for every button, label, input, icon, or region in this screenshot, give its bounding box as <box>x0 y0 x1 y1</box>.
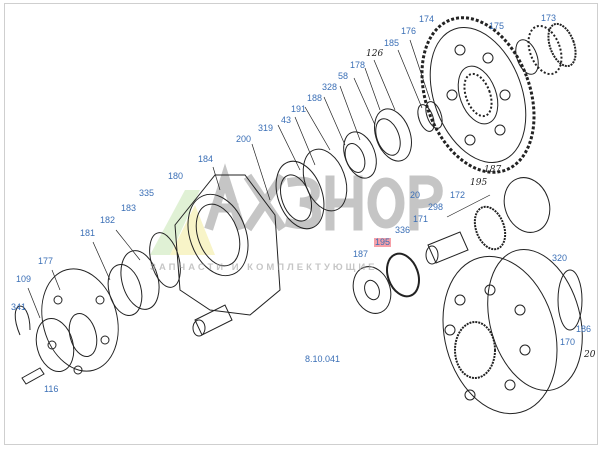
seals <box>107 232 181 316</box>
part-label[interactable]: 172 <box>450 190 466 200</box>
part-label[interactable]: 298 <box>428 202 444 212</box>
lock-wire-341 <box>14 305 31 336</box>
part-label[interactable]: 185 <box>384 38 400 48</box>
part-label[interactable]: 319 <box>258 123 274 133</box>
housing-184 <box>174 174 281 337</box>
part-label[interactable]: 183 <box>121 203 137 213</box>
part-label[interactable]: 181 <box>80 228 96 238</box>
part-label[interactable]: 187 <box>484 165 502 175</box>
part-label[interactable]: 20 <box>410 190 421 200</box>
part-label[interactable]: 200 <box>236 134 252 144</box>
part-label[interactable]: 341 <box>11 302 27 312</box>
watermark-tagline: ЗАПЧАСТИ И КОМПЛЕКТУЮЩИЕ <box>150 262 378 273</box>
part-label[interactable]: 336 <box>395 225 411 235</box>
part-label[interactable]: 20 <box>584 350 596 360</box>
gear-174 <box>420 16 536 174</box>
part-label[interactable]: 116 <box>44 384 59 394</box>
part-label[interactable]: 184 <box>198 154 214 164</box>
part-label[interactable]: 195 <box>470 178 488 188</box>
part-label[interactable]: 177 <box>38 256 54 266</box>
part-label[interactable]: 174 <box>419 14 435 24</box>
part-label[interactable]: 173 <box>541 13 557 23</box>
part-label[interactable]: 126 <box>366 49 384 59</box>
part-label[interactable]: 170 <box>560 337 576 347</box>
gear-172 <box>473 177 551 251</box>
pin-171 <box>427 231 469 264</box>
part-label[interactable]: 328 <box>322 82 338 92</box>
leader-lines <box>27 39 491 319</box>
flange-177 <box>35 268 119 375</box>
bearings <box>275 101 443 230</box>
diagram-frame <box>4 3 598 445</box>
part-label[interactable]: 176 <box>401 26 417 36</box>
part-label[interactable]: 109 <box>16 274 32 284</box>
drawing-number: 8.10.041 <box>305 354 341 364</box>
part-label[interactable]: 320 <box>552 253 568 263</box>
part-label[interactable]: 187 <box>353 249 369 259</box>
bolt-116 <box>21 367 45 385</box>
part-label[interactable]: 186 <box>576 324 592 334</box>
part-label[interactable]: 178 <box>350 60 366 70</box>
watermark-logo <box>150 163 443 255</box>
part-label[interactable]: 58 <box>338 71 349 81</box>
part-label[interactable]: 180 <box>168 171 184 181</box>
part-label[interactable]: 182 <box>100 215 116 225</box>
part-label[interactable]: 171 <box>413 214 429 224</box>
washer-187 <box>352 266 392 314</box>
planet-carrier-320 <box>442 248 583 415</box>
bearing-195 <box>386 252 420 298</box>
part-label[interactable]: 188 <box>307 93 323 103</box>
part-label[interactable]: 191 <box>291 104 307 114</box>
highlighted-part-label[interactable]: 195 <box>374 237 392 247</box>
part-label[interactable]: 335 <box>139 188 155 198</box>
part-label[interactable]: 175 <box>489 21 505 31</box>
gear-173 <box>515 22 577 76</box>
part-label[interactable]: 43 <box>281 115 292 125</box>
